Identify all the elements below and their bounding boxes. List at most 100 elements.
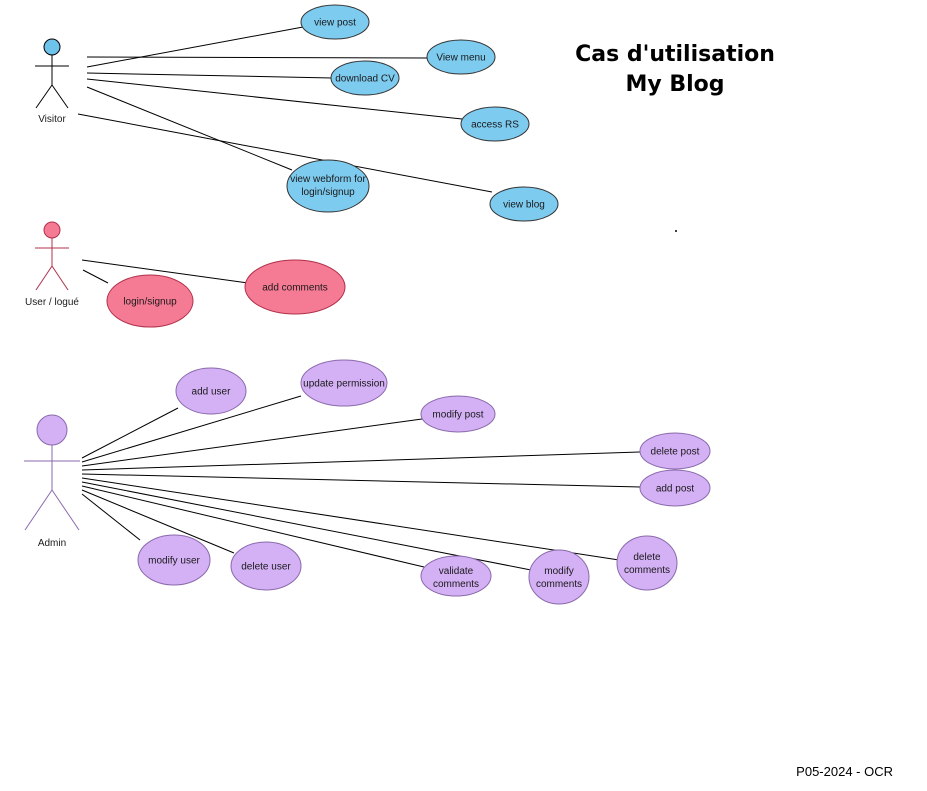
use-case-ellipse — [244, 259, 346, 315]
assoc-admin-modify-comments — [81, 481, 532, 571]
assoc-admin-modify-post — [81, 418, 423, 467]
use-case-ellipse — [230, 541, 302, 591]
use-case-modify-comments[interactable]: modify comments — [528, 549, 590, 605]
use-case-ellipse — [528, 549, 590, 605]
use-case-label-line2: comments — [624, 565, 670, 576]
assoc-user-add-comments — [81, 259, 249, 284]
use-case-access-rs[interactable]: access RS — [460, 106, 530, 142]
use-case-label-line1: modify — [544, 566, 573, 577]
use-case-label: View menu — [436, 53, 485, 64]
assoc-visitor-view-post — [86, 26, 304, 68]
assoc-visitor-access-rs — [86, 78, 463, 120]
user-associations — [81, 259, 249, 284]
use-case-view-blog[interactable]: view blog — [489, 186, 559, 222]
assoc-admin-add-post — [81, 473, 641, 488]
assoc-admin-modify-user — [81, 493, 141, 541]
assoc-visitor-view-blog — [77, 113, 493, 193]
use-case-label: view post — [314, 18, 356, 29]
use-case-label: modify post — [432, 410, 483, 421]
use-case-ellipse — [489, 186, 559, 222]
use-case-add-post[interactable]: add post — [639, 469, 711, 507]
use-case-label: add comments — [262, 283, 328, 294]
use-case-ellipse — [300, 359, 388, 407]
user-use-cases: login/signup add comments — [106, 259, 346, 328]
visitor-use-cases: view post View menu download CV access R… — [286, 4, 559, 222]
use-case-download-cv[interactable]: download CV — [330, 60, 400, 96]
admin-left-leg — [24, 489, 53, 531]
use-case-modify-post[interactable]: modify post — [420, 395, 496, 433]
assoc-visitor-view-menu — [86, 56, 429, 59]
use-case-login-signup[interactable]: login/signup — [106, 274, 194, 328]
use-case-label: login/signup — [123, 297, 177, 308]
assoc-admin-delete-user — [81, 489, 235, 554]
admin-associations — [81, 395, 641, 571]
use-case-ellipse — [420, 555, 492, 597]
use-case-ellipse — [639, 469, 711, 507]
use-case-label: view blog — [503, 200, 545, 211]
admin-right-leg — [51, 489, 80, 531]
use-case-label-line1: delete — [633, 552, 661, 563]
use-case-add-comments[interactable]: add comments — [244, 259, 346, 315]
stray-dot — [675, 230, 677, 232]
use-case-view-webform[interactable]: view webform for login/signup — [286, 159, 370, 213]
use-case-ellipse — [286, 159, 370, 213]
visitor-left-leg — [35, 84, 53, 109]
assoc-admin-validate-comments — [81, 485, 425, 568]
use-case-ellipse — [639, 432, 711, 470]
footer-credit: P05-2024 - OCR — [796, 764, 893, 779]
use-case-ellipse — [106, 274, 194, 328]
use-case-modify-user[interactable]: modify user — [137, 534, 211, 586]
title-line-2: My Blog — [625, 72, 724, 97]
use-case-label-line1: view webform for — [290, 174, 366, 185]
use-case-label-line2: comments — [536, 579, 582, 590]
actor-user-label: User / logué — [25, 297, 79, 308]
assoc-admin-delete-comments — [81, 477, 620, 561]
actor-admin: Admin — [24, 414, 80, 549]
use-case-delete-comments[interactable]: delete comments — [616, 535, 678, 591]
user-right-leg — [51, 265, 69, 291]
visitor-associations — [77, 26, 493, 193]
assoc-visitor-download-cv — [86, 72, 333, 79]
use-case-label: update permission — [303, 379, 385, 390]
visitor-head — [43, 38, 61, 56]
use-case-ellipse — [426, 39, 496, 75]
title-line-1: Cas d'utilisation — [575, 42, 775, 67]
use-case-label: add post — [656, 484, 695, 495]
use-case-label: delete post — [651, 447, 700, 458]
use-case-label: modify user — [148, 556, 200, 567]
use-case-view-menu[interactable]: View menu — [426, 39, 496, 75]
use-case-ellipse — [616, 535, 678, 591]
use-case-ellipse — [460, 106, 530, 142]
assoc-admin-delete-post — [81, 451, 641, 471]
assoc-visitor-view-webform — [86, 86, 293, 171]
assoc-admin-update-permission — [81, 395, 302, 463]
actor-admin-label: Admin — [38, 538, 66, 549]
use-case-label-line2: comments — [433, 579, 479, 590]
diagram-title: Cas d'utilisation My Blog — [575, 42, 775, 97]
use-case-validate-comments[interactable]: validate comments — [420, 555, 492, 597]
assoc-admin-add-user — [81, 407, 179, 459]
use-case-view-post[interactable]: view post — [300, 4, 370, 40]
assoc-user-login-signup — [82, 269, 109, 284]
actor-visitor: Visitor — [35, 38, 69, 125]
use-case-label: access RS — [471, 120, 519, 131]
use-case-ellipse — [330, 60, 400, 96]
admin-use-cases: add user update permission modify post d… — [137, 359, 711, 605]
visitor-right-leg — [51, 84, 69, 109]
use-case-ellipse — [300, 4, 370, 40]
use-case-delete-user[interactable]: delete user — [230, 541, 302, 591]
use-case-label: add user — [192, 387, 232, 398]
use-case-label: download CV — [335, 74, 395, 85]
use-case-add-user[interactable]: add user — [175, 367, 247, 415]
actor-visitor-label: Visitor — [38, 114, 66, 125]
use-case-label-line1: validate — [439, 566, 474, 577]
use-case-ellipse — [420, 395, 496, 433]
use-case-ellipse — [175, 367, 247, 415]
use-case-label: delete user — [241, 562, 291, 573]
use-case-label-line2: login/signup — [301, 187, 355, 198]
use-case-delete-post[interactable]: delete post — [639, 432, 711, 470]
admin-head — [36, 414, 68, 446]
use-case-update-permission[interactable]: update permission — [300, 359, 388, 407]
use-case-ellipse — [137, 534, 211, 586]
